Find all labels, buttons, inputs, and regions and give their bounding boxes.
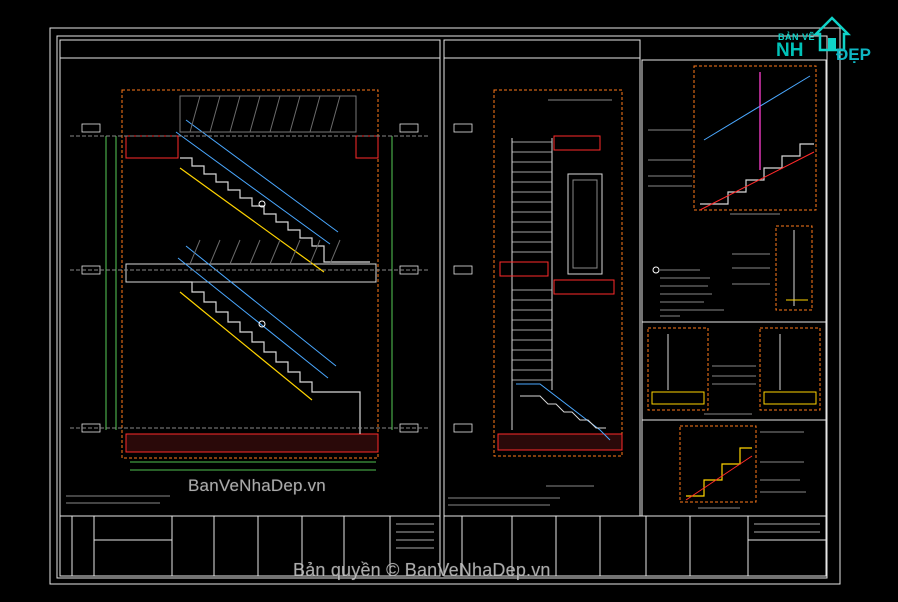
title-block: [59, 515, 827, 577]
left-panel: [59, 39, 441, 517]
logo-mid-text: NH: [776, 40, 804, 61]
lower-flight: [180, 281, 361, 434]
slab-top: [125, 135, 179, 159]
slab-mid: [125, 263, 377, 283]
watermark-main: BanVeNhaDep.vn: [188, 476, 326, 495]
detail-railing: [693, 65, 817, 211]
middle-panel: [443, 39, 641, 517]
house-icon: [812, 16, 852, 52]
middle-section-boundary: [493, 89, 623, 457]
logo-top-text: BẢN VẼ: [778, 32, 816, 42]
inner-border: [56, 35, 828, 579]
outer-border: [49, 27, 841, 585]
watermark-copyright: Bản quyền © BanVeNhaDep.vn: [293, 560, 551, 580]
right-detail-panel: [641, 59, 827, 517]
left-section-boundary: [121, 89, 379, 459]
upper-flight: [180, 157, 370, 263]
brand-logo: BẢN VẼ NH ĐẸP: [776, 12, 888, 66]
door-elevation: [567, 173, 603, 275]
logo-side-text: ĐẸP: [836, 45, 871, 64]
ground-slab-hatch: [125, 433, 379, 453]
detail-step: [679, 425, 757, 503]
